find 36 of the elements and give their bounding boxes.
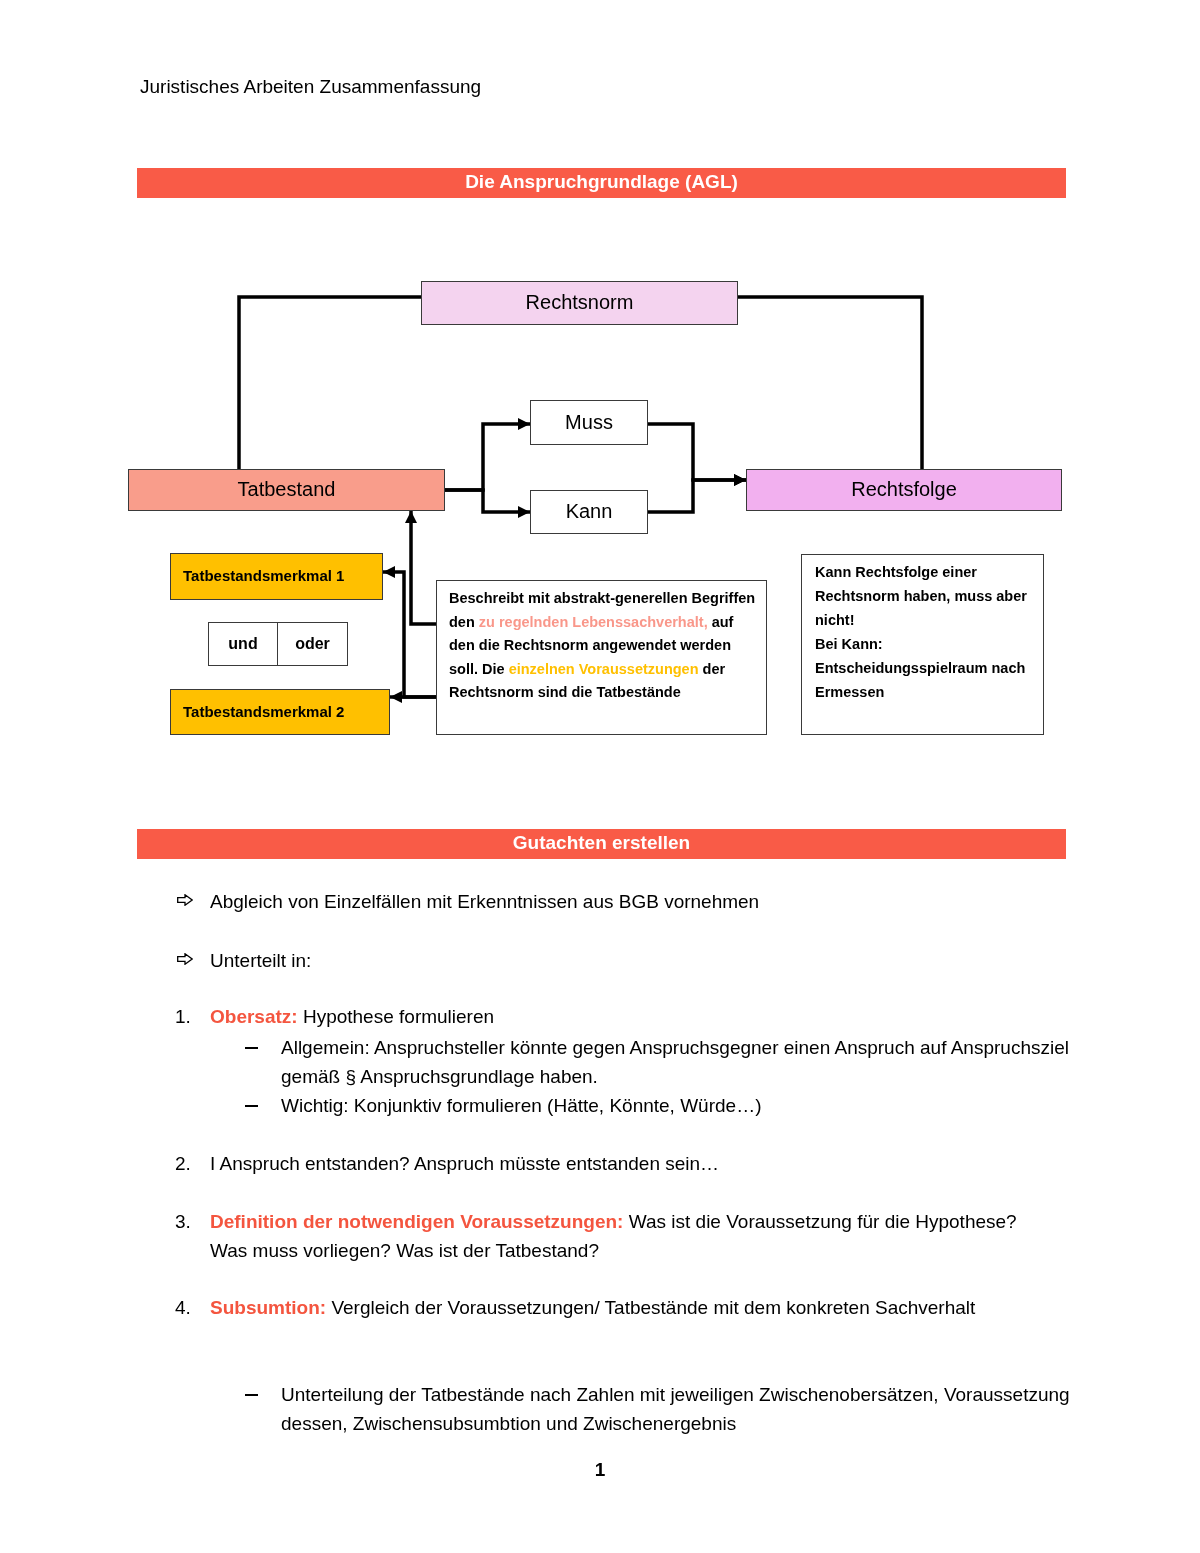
- note-box: [801, 554, 1044, 735]
- list-item-text: Abgleich von Einzelfällen mit Erkenntnissen aus BGB vornehmen: [210, 889, 760, 914]
- list-item-text: I Anspruch entstanden? Anspruch müsste entstanden sein…: [210, 1151, 720, 1176]
- norm-box: Rechtsnorm: [421, 281, 738, 325]
- list-item-text: Definition der notwendigen Voraussetzungen: Was ist die Voraussetzung für die Hypothese? Was muss vorliegen? Was ist der Tatbestand?: [210, 1209, 1018, 1263]
- connector-arrow: [648, 474, 746, 514]
- connector-line: [738, 295, 924, 469]
- list-number: 2.: [175, 1151, 191, 1176]
- explanation-box: Beschreibt mit abstrakt-generellen Begriffen den zu regelnden Lebenssachverhalt, auf den die Rechtsnorm angewendet werden soll. Die einzelnen Voraussetzungen der Rechtsnorm sind die Tatbestände: [436, 580, 767, 735]
- section-header-band: Die Anspruchgrundlage (AGL): [137, 168, 1066, 198]
- note-text: Kann Rechtsfolge einer Rechtsnorm haben, muss aber nicht!: [815, 563, 1028, 630]
- connector-arrow: [405, 511, 436, 626]
- list-item-text: Subsumtion: Vergleich der Voraussetzungen/ Tatbestände mit dem konkreten Sachverhalt: [210, 1295, 976, 1320]
- list-number: 3.: [175, 1209, 191, 1234]
- list-number: 4.: [175, 1295, 191, 1320]
- connector-arrow: [445, 488, 530, 518]
- feature-box: Tatbestandsmerkmal 2: [170, 689, 390, 735]
- option-box: Kann: [530, 490, 648, 534]
- list-item-text: Unterteilt in:: [210, 948, 312, 973]
- connective-box: oder: [277, 622, 348, 666]
- list-item-text: Obersatz: Hypothese formulieren: [210, 1004, 495, 1029]
- option-box: Muss: [530, 400, 648, 445]
- page-header: Juristisches Arbeiten Zusammenfassung: [140, 75, 482, 99]
- list-item-text: Allgemein: Anspruchsteller könnte gegen Anspruchsgegner einen Anspruch auf Anspruchsziel gemäß § Anspruchsgrundlage haben.: [281, 1035, 1070, 1089]
- connective-box: und: [208, 622, 278, 666]
- consequence-box: Rechtsfolge: [746, 469, 1062, 511]
- connector-arrow: [390, 691, 436, 703]
- list-number: 1.: [175, 1004, 191, 1029]
- note-text: Bei Kann: Entscheidungsspielraum nach Ermessen: [815, 635, 1027, 702]
- section-header-band: Gutachten erstellen: [137, 829, 1066, 859]
- page-number: 1: [594, 1457, 606, 1482]
- feature-box: Tatbestandsmerkmal 1: [170, 553, 383, 600]
- connector-line: [237, 295, 421, 469]
- element-box: Tatbestand: [128, 469, 445, 511]
- list-item-text: Unterteilung der Tatbestände nach Zahlen mit jeweiligen Zwischenobersätzen, Voraussetzung dessen, Zwischensubsumbtion und Zwischenergebnis: [281, 1382, 1071, 1436]
- list-item-text: Wichtig: Konjunktiv formulieren (Hätte, Könnte, Würde…): [281, 1093, 762, 1118]
